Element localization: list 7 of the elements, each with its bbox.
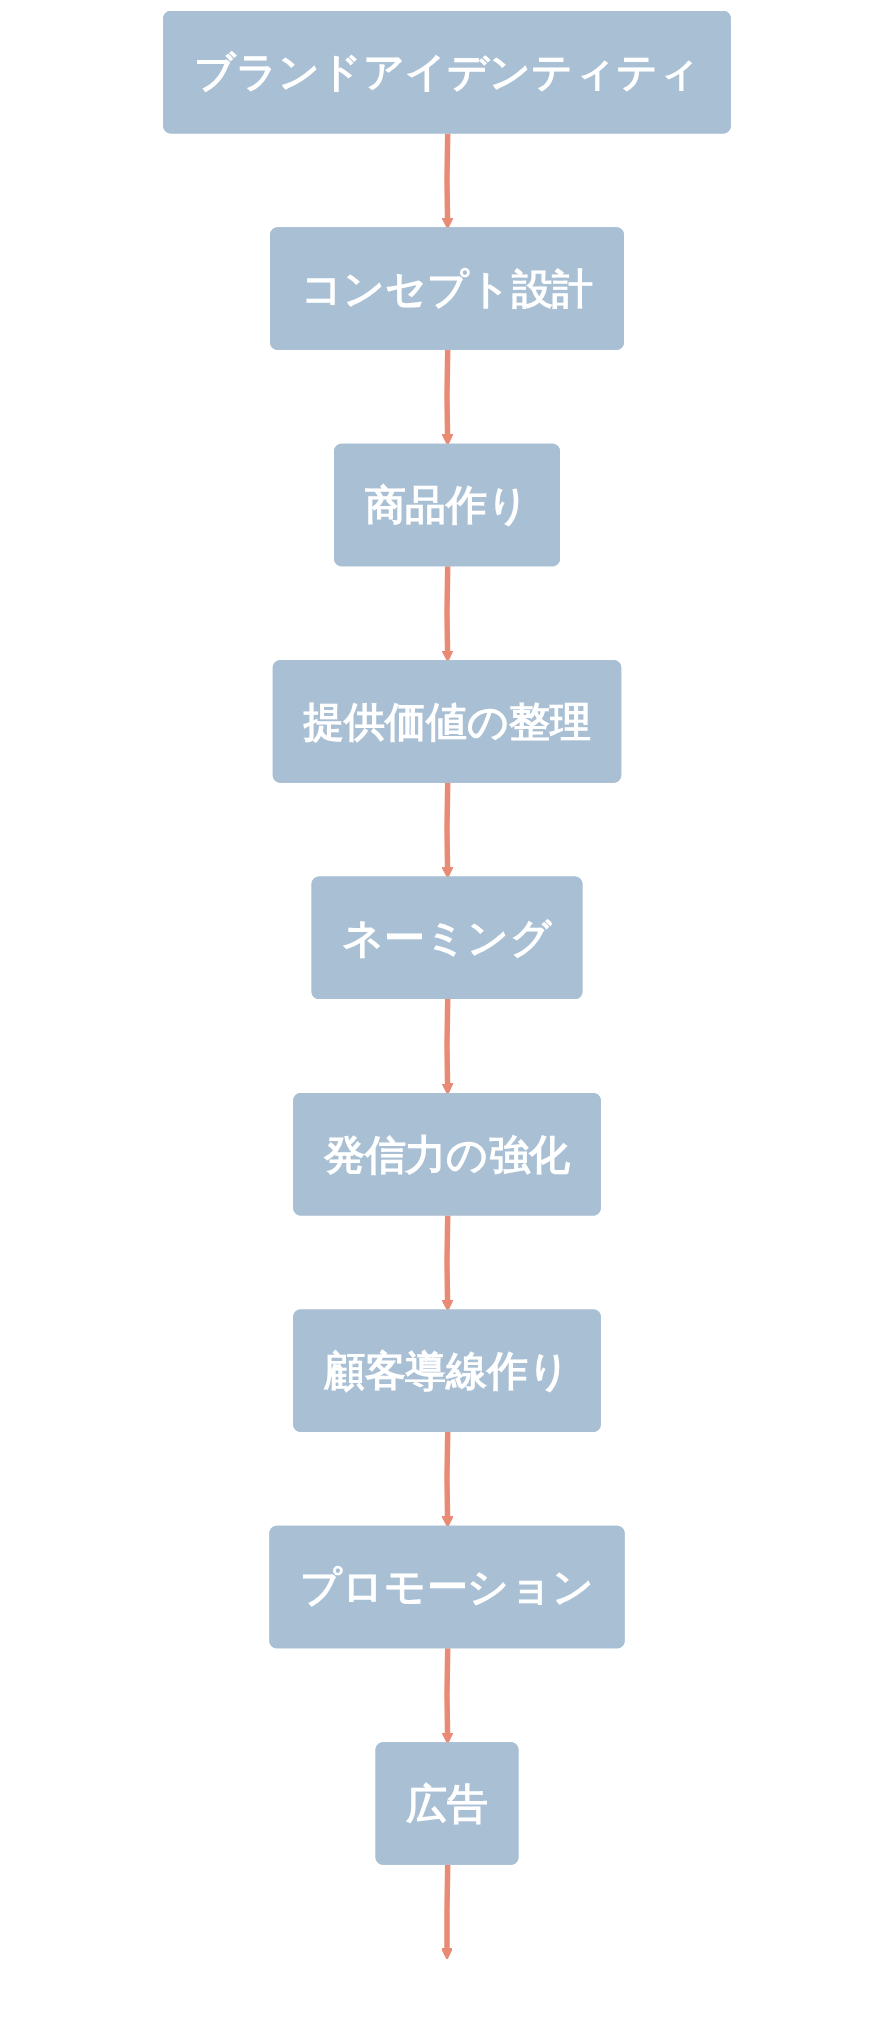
arrow xyxy=(441,999,454,1095)
arrow xyxy=(441,782,454,879)
arrow xyxy=(441,1864,453,1960)
arrow xyxy=(441,133,454,230)
arrow xyxy=(441,1431,454,1528)
arrow xyxy=(441,1215,454,1312)
arrow xyxy=(441,349,454,446)
